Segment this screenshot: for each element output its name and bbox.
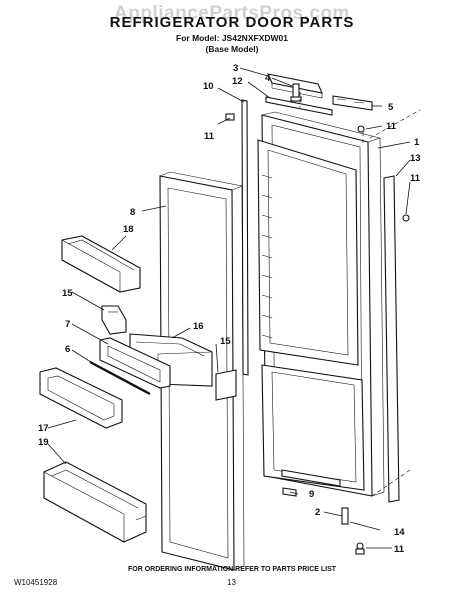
doc-number: W10451928	[14, 578, 58, 587]
page-number: 13	[227, 578, 236, 587]
callout-12: 12	[232, 76, 243, 87]
part-bottom-hinge	[281, 469, 341, 497]
callout-9: 9	[309, 489, 314, 500]
part-dispenser-frame	[99, 337, 171, 389]
callout-numbers: 3 4 12 10 5 11 1 11 13 11 8 18 15 16 7 1…	[38, 63, 421, 555]
part-lower-door-bin	[43, 461, 147, 543]
screw-icon	[225, 113, 410, 555]
callout-18: 18	[123, 224, 134, 235]
callout-19: 19	[38, 437, 49, 448]
callout-11-d: 11	[394, 544, 405, 555]
watermark: AppliancePartsPros.com	[114, 3, 350, 24]
callout-5: 5	[388, 102, 394, 113]
page-title: REFRIGERATOR DOOR PARTS	[109, 14, 355, 31]
callout-17: 17	[38, 423, 49, 434]
ordering-note: FOR ORDERING INFORMATION REFER TO PARTS …	[127, 566, 337, 573]
callout-11-c: 11	[410, 173, 421, 184]
part-dispenser-cover	[39, 367, 123, 429]
part-top-hinge-plate	[265, 96, 333, 116]
callout-14: 14	[394, 527, 405, 538]
callout-2: 2	[315, 507, 320, 518]
callout-15-b: 15	[220, 336, 231, 347]
part-hinge-bracket	[332, 95, 373, 111]
part-side-trim	[383, 175, 400, 503]
alignment-lines	[299, 92, 421, 497]
callout-8: 8	[130, 207, 135, 218]
part-right-bracket	[215, 369, 237, 401]
callout-11-a: 11	[386, 121, 397, 132]
callout-4: 4	[265, 73, 271, 84]
part-small-bracket	[101, 305, 127, 335]
callout-7: 7	[65, 319, 70, 330]
callout-16: 16	[193, 321, 204, 332]
part-hinge-pin	[290, 83, 302, 102]
part-upper-door-bin	[61, 235, 141, 293]
part-bottom-hinge-pin	[341, 507, 349, 525]
callout-15-a: 15	[62, 288, 73, 299]
callout-6: 6	[65, 344, 70, 355]
callout-10: 10	[203, 81, 214, 92]
leader-lines	[47, 67, 411, 549]
part-seal-strip	[89, 360, 151, 396]
callout-11-b: 11	[204, 131, 215, 142]
callout-1: 1	[414, 137, 420, 148]
callout-3: 3	[233, 63, 238, 74]
base-model-line: (Base Model)	[205, 44, 259, 54]
part-inner-door	[257, 139, 365, 491]
callout-13: 13	[410, 153, 421, 164]
model-line: For Model: JS42NXFXDW01	[176, 33, 288, 43]
